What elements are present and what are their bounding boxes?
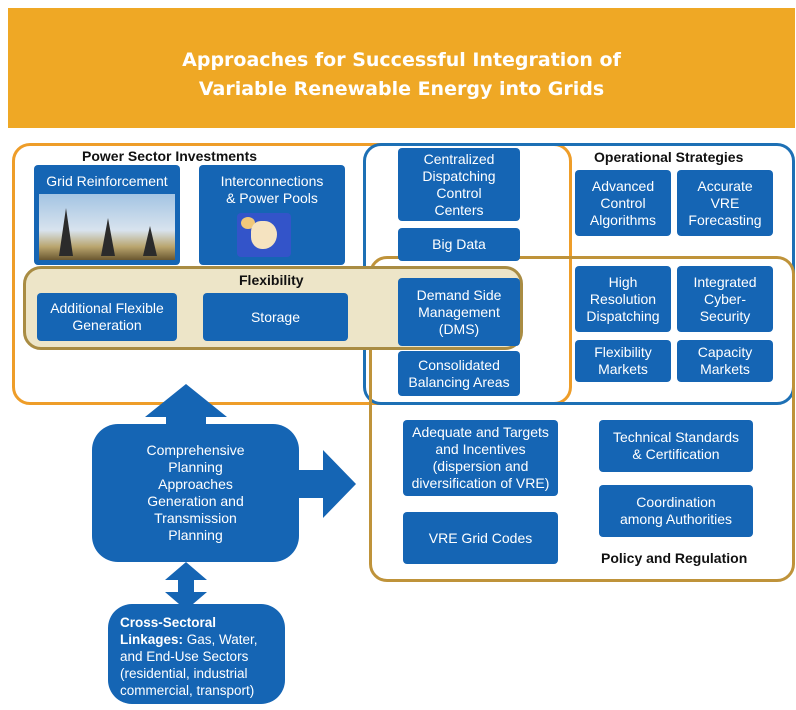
storage-label: Storage xyxy=(250,308,301,325)
storage-box: Storage xyxy=(203,293,348,341)
dsm-label-1: Demand Side xyxy=(416,286,502,303)
power-lines-image xyxy=(39,194,175,260)
additional-flexible-label-1: Additional Flexible xyxy=(50,300,164,316)
cross-sectoral-label-1: Cross-Sectoral xyxy=(120,615,217,630)
operational-strategies-label: Operational Strategies xyxy=(594,149,744,165)
demand-side-management-box: Demand Side Management (DMS) xyxy=(398,278,520,346)
big-data-box: Big Data xyxy=(398,228,520,261)
advanced-label-1: Advanced xyxy=(591,177,655,194)
high-res-label-1: High xyxy=(608,273,638,290)
right-arrow-icon xyxy=(297,450,356,518)
planning-label-2: Planning xyxy=(168,459,223,475)
centralized-label-3: Control xyxy=(436,184,482,201)
pylon-icon xyxy=(143,226,157,256)
flex-markets-label-1: Flexibility xyxy=(594,344,652,360)
interconnections-label-1: Interconnections xyxy=(220,173,324,189)
policy-regulation-label: Policy and Regulation xyxy=(601,550,748,566)
centralized-label-4: Centers xyxy=(434,201,484,218)
grid-reinforcement-box: Grid Reinforcement xyxy=(34,165,180,265)
technical-standards-box: Technical Standards & Certification xyxy=(599,420,753,472)
additional-flexible-generation-box: Additional Flexible Generation xyxy=(37,293,177,341)
vre-grid-codes-box: VRE Grid Codes xyxy=(403,512,558,564)
flexibility-markets-box: Flexibility Markets xyxy=(575,340,671,382)
title-banner: Approaches for Successful Integration of… xyxy=(8,8,795,128)
planning-label-6: Planning xyxy=(168,527,223,543)
linkages-label: Linkages: xyxy=(120,632,184,647)
power-sector-region xyxy=(12,143,572,405)
high-resolution-dispatching-box: High Resolution Dispatching xyxy=(575,266,671,332)
title-line-2: Variable Renewable Energy into Grids xyxy=(198,78,605,100)
capacity-markets-box: Capacity Markets xyxy=(677,340,773,382)
standards-label-2: & Certification xyxy=(632,446,720,462)
accurate-forecasting-box: Accurate VRE Forecasting xyxy=(677,170,773,236)
accurate-label-2: VRE xyxy=(710,194,740,211)
diagram-title: Approaches for Successful Integration of… xyxy=(8,46,795,104)
additional-flexible-label-2: Generation xyxy=(72,317,142,333)
pylon-icon xyxy=(59,208,73,256)
policy-regulation-region xyxy=(369,256,795,582)
planning-label-5: Transmission xyxy=(154,510,237,526)
cross-sectoral-label-5: commercial, transport) xyxy=(120,683,255,698)
capacity-label-2: Markets xyxy=(700,361,750,377)
planning-label-3: Approaches xyxy=(158,476,233,492)
coordination-label-2: among Authorities xyxy=(619,511,733,527)
double-arrow-icon xyxy=(165,562,207,610)
dsm-label-2: Management xyxy=(418,303,500,320)
planning-box: Comprehensive Planning Approaches Genera… xyxy=(92,424,299,562)
planning-label-1: Comprehensive xyxy=(146,442,245,458)
consolidated-label-1: Consolidated xyxy=(418,356,500,373)
cross-sectoral-line-2: Linkages: Gas, Water, xyxy=(120,631,277,648)
consolidated-label-2: Balancing Areas xyxy=(408,373,510,390)
centralized-dispatching-box: Centralized Dispatching Control Centers xyxy=(398,148,520,221)
standards-label-1: Technical Standards xyxy=(612,429,740,445)
up-arrow-icon xyxy=(145,384,227,432)
centralized-label-1: Centralized xyxy=(423,150,495,167)
coordination-label-1: Coordination xyxy=(636,494,716,510)
map-image xyxy=(237,213,291,257)
targets-label-3: (dispersion and xyxy=(432,458,529,474)
title-line-1: Approaches for Successful Integration of xyxy=(182,49,621,71)
advanced-label-2: Control xyxy=(600,194,646,211)
power-sector-label: Power Sector Investments xyxy=(82,148,258,164)
accurate-label-3: Forecasting xyxy=(688,211,762,228)
coordination-authorities-box: Coordination among Authorities xyxy=(599,485,753,537)
interconnections-box: Interconnections & Power Pools xyxy=(199,165,345,265)
consolidated-balancing-box: Consolidated Balancing Areas xyxy=(398,351,520,396)
cross-sectoral-label-4: (residential, industrial xyxy=(120,666,248,681)
grid-codes-label: VRE Grid Codes xyxy=(428,529,533,546)
pylon-icon xyxy=(101,218,115,256)
cyber-security-box: Integrated Cyber- Security xyxy=(677,266,773,332)
interconnections-label-2: & Power Pools xyxy=(226,190,318,206)
capacity-label-1: Capacity xyxy=(697,344,753,360)
cross-sectoral-label-3: and End-Use Sectors xyxy=(120,649,249,664)
advanced-label-3: Algorithms xyxy=(589,211,657,228)
gas-water-label: Gas, Water, xyxy=(183,632,258,647)
map-land-icon xyxy=(251,221,277,249)
flexibility-label: Flexibility xyxy=(239,272,304,288)
high-res-label-2: Resolution xyxy=(589,290,657,307)
cyber-label-2: Cyber- xyxy=(703,290,746,307)
cross-sectoral-box: Cross-Sectoral Linkages: Gas, Water, and… xyxy=(108,604,285,704)
cyber-label-3: Security xyxy=(699,307,751,324)
targets-label-4: diversification of VRE) xyxy=(411,475,550,491)
dsm-label-3: (DMS) xyxy=(438,320,480,337)
big-data-label: Big Data xyxy=(432,236,486,252)
advanced-control-box: Advanced Control Algorithms xyxy=(575,170,671,236)
grid-reinforcement-label: Grid Reinforcement xyxy=(46,173,168,189)
flex-markets-label-2: Markets xyxy=(598,361,648,377)
accurate-label-1: Accurate xyxy=(697,177,753,194)
cyber-label-1: Integrated xyxy=(693,273,757,290)
targets-label-2: and Incentives xyxy=(435,441,526,457)
planning-label-4: Generation and xyxy=(147,493,244,509)
targets-label-1: Adequate and Targets xyxy=(412,424,549,440)
targets-incentives-box: Adequate and Targets and Incentives (dis… xyxy=(403,420,558,496)
high-res-label-3: Dispatching xyxy=(586,307,660,324)
centralized-label-2: Dispatching xyxy=(422,167,496,184)
